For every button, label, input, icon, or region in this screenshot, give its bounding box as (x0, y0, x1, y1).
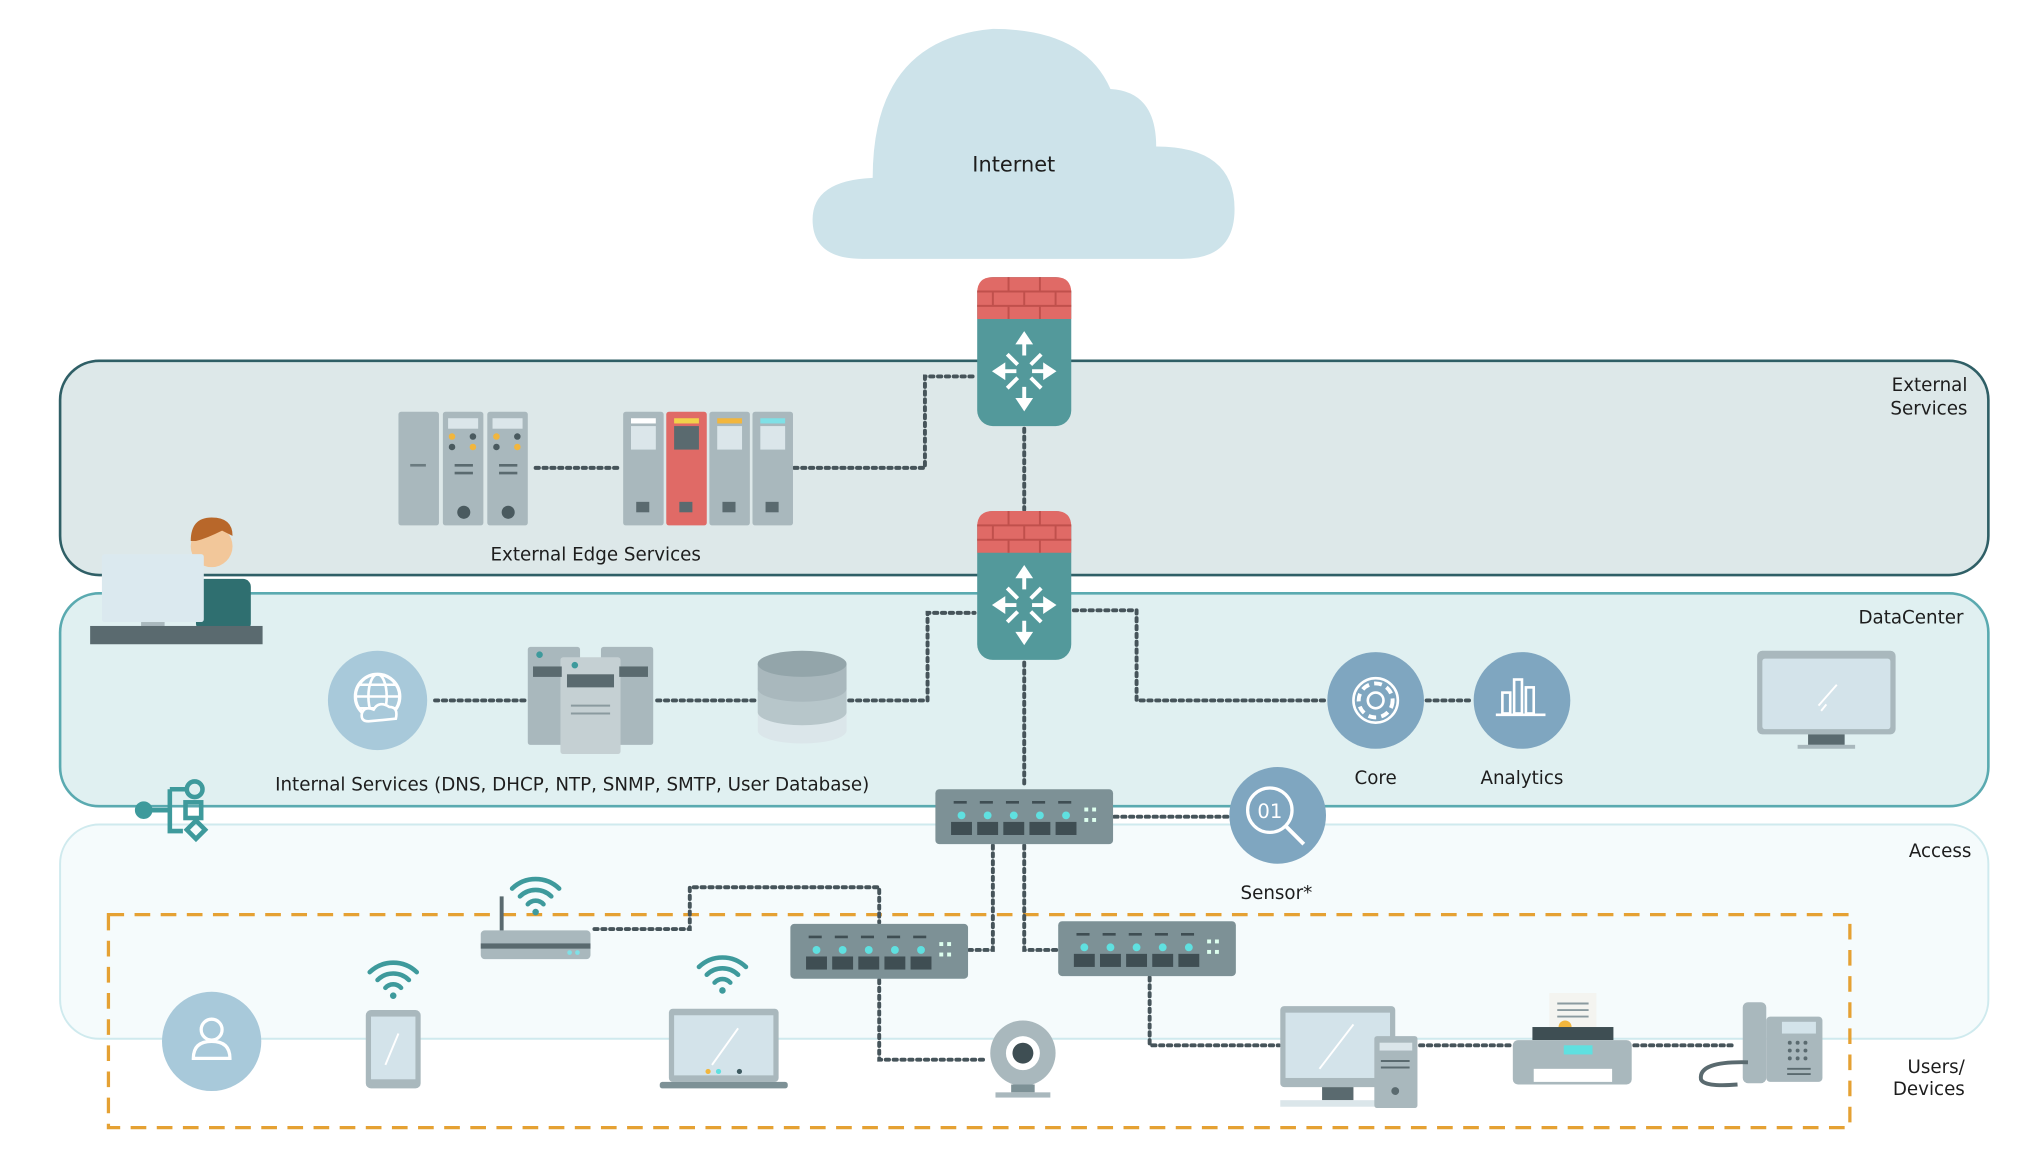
monitor-icon (1757, 650, 1896, 749)
edge-servers-group-1-icon (398, 411, 528, 526)
core-gear-icon (1327, 652, 1424, 749)
zone-label-access: Access (1909, 841, 1972, 862)
edge-servers-group-2-icon (623, 411, 793, 526)
firewall-internal-icon (975, 509, 1074, 662)
desktop-computer-icon (1280, 1006, 1418, 1109)
internal-services-globe-icon (327, 650, 428, 751)
laptop-icon (659, 957, 788, 1089)
distribution-switch-icon (934, 787, 1115, 846)
zone-label-datacenter: DataCenter (1858, 607, 1964, 628)
admin-user-icon (90, 517, 263, 645)
sensor-label: Sensor* (1240, 883, 1312, 904)
access-switch-right-icon (1056, 919, 1238, 978)
firewall-external-icon (975, 275, 1074, 429)
zone-label-external-1: External (1892, 375, 1968, 396)
analytics-label: Analytics (1480, 768, 1563, 789)
sensor-icon-text: 01 (1257, 800, 1282, 823)
analytics-chart-icon (1473, 652, 1571, 749)
internal-services-label: Internal Services (DNS, DHCP, NTP, SNMP,… (275, 775, 869, 796)
webcam-icon (990, 1020, 1056, 1098)
user-database-icon (757, 650, 847, 744)
wireless-router-icon (480, 879, 591, 960)
zone-label-external-2: Services (1890, 398, 1967, 419)
sensor-icon: 01 (1229, 767, 1327, 864)
printer-icon (1512, 993, 1632, 1085)
internet-label: Internet (972, 152, 1055, 176)
access-switch-left-icon (789, 922, 970, 980)
tablet-icon (365, 963, 421, 1089)
user-avatar-icon (161, 991, 262, 1092)
core-label: Core (1355, 768, 1397, 789)
internet-cloud: Internet (812, 28, 1235, 259)
network-flow-icon (134, 779, 209, 843)
desk-phone-icon (1698, 1002, 1823, 1088)
zone-label-users-2: Devices (1893, 1079, 1965, 1100)
external-edge-services-label: External Edge Services (491, 545, 701, 566)
zone-label-users-1: Users/ (1908, 1057, 1966, 1078)
users-devices-zone (106, 913, 1852, 1130)
internal-servers-icon (527, 646, 654, 754)
